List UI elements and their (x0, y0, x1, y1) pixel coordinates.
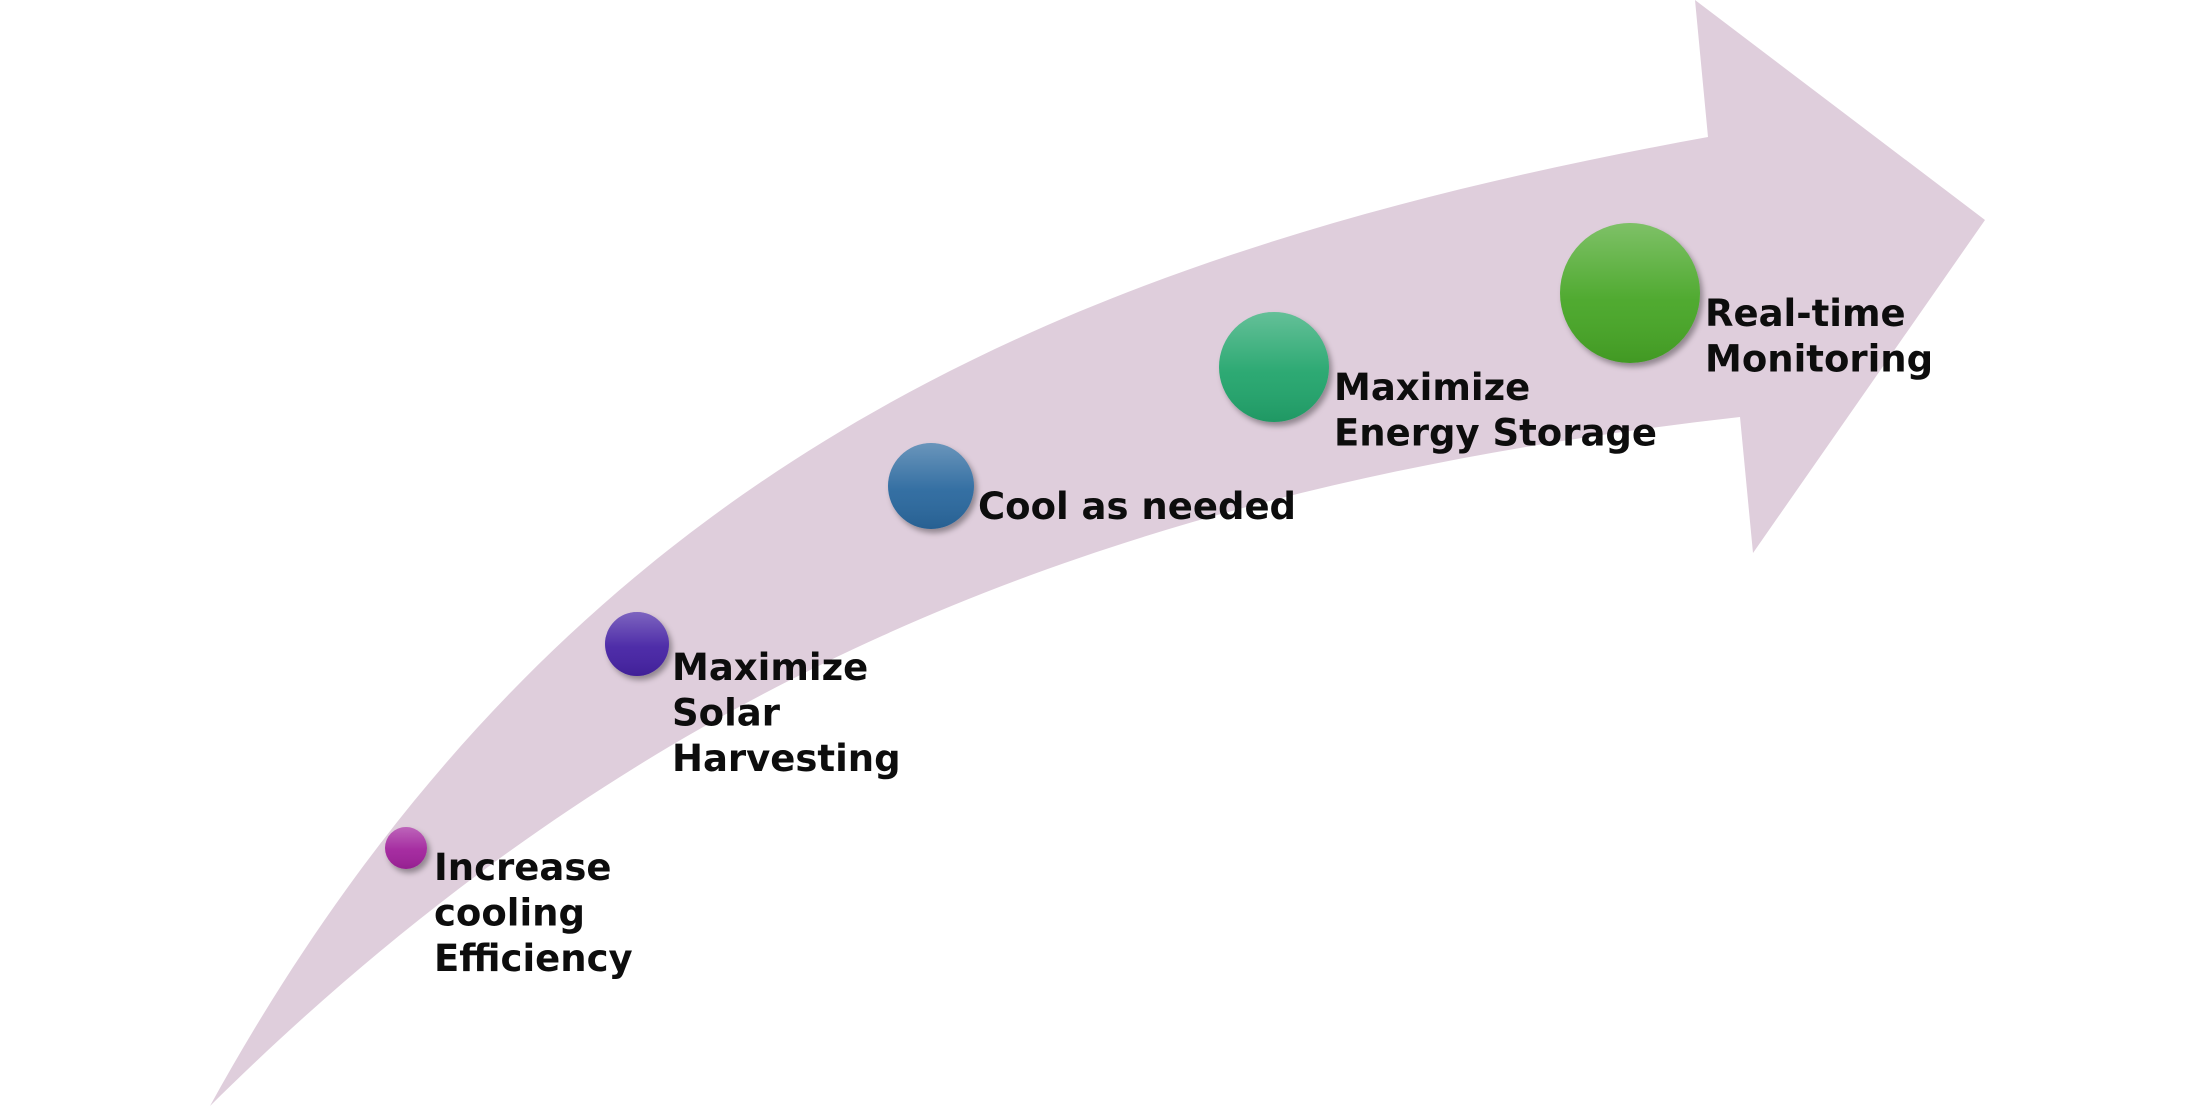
step-label-line: Maximize (672, 646, 868, 689)
circle-highlight (605, 612, 669, 676)
circle-highlight (888, 443, 974, 529)
circle-highlight (1560, 223, 1700, 363)
step-label-line: Cool as needed (978, 485, 1296, 528)
step-label-line: Real-time (1705, 292, 1906, 335)
circle-highlight (1219, 312, 1329, 422)
step-label-line: Maximize (1334, 366, 1530, 409)
step-label: Cool as needed (978, 485, 1296, 528)
step-label-line: Solar (672, 692, 781, 735)
step-label-line: Efficiency (434, 937, 633, 980)
step-label-line: Energy Storage (1334, 412, 1657, 455)
step-label-line: Harvesting (672, 737, 901, 780)
progress-arrow (210, 0, 1985, 1106)
step-3: Cool as needed (888, 443, 1296, 529)
step-label-line: cooling (434, 892, 585, 935)
step-label-line: Monitoring (1705, 338, 1933, 381)
circle-highlight (385, 827, 427, 869)
step-label-line: Increase (434, 846, 611, 889)
